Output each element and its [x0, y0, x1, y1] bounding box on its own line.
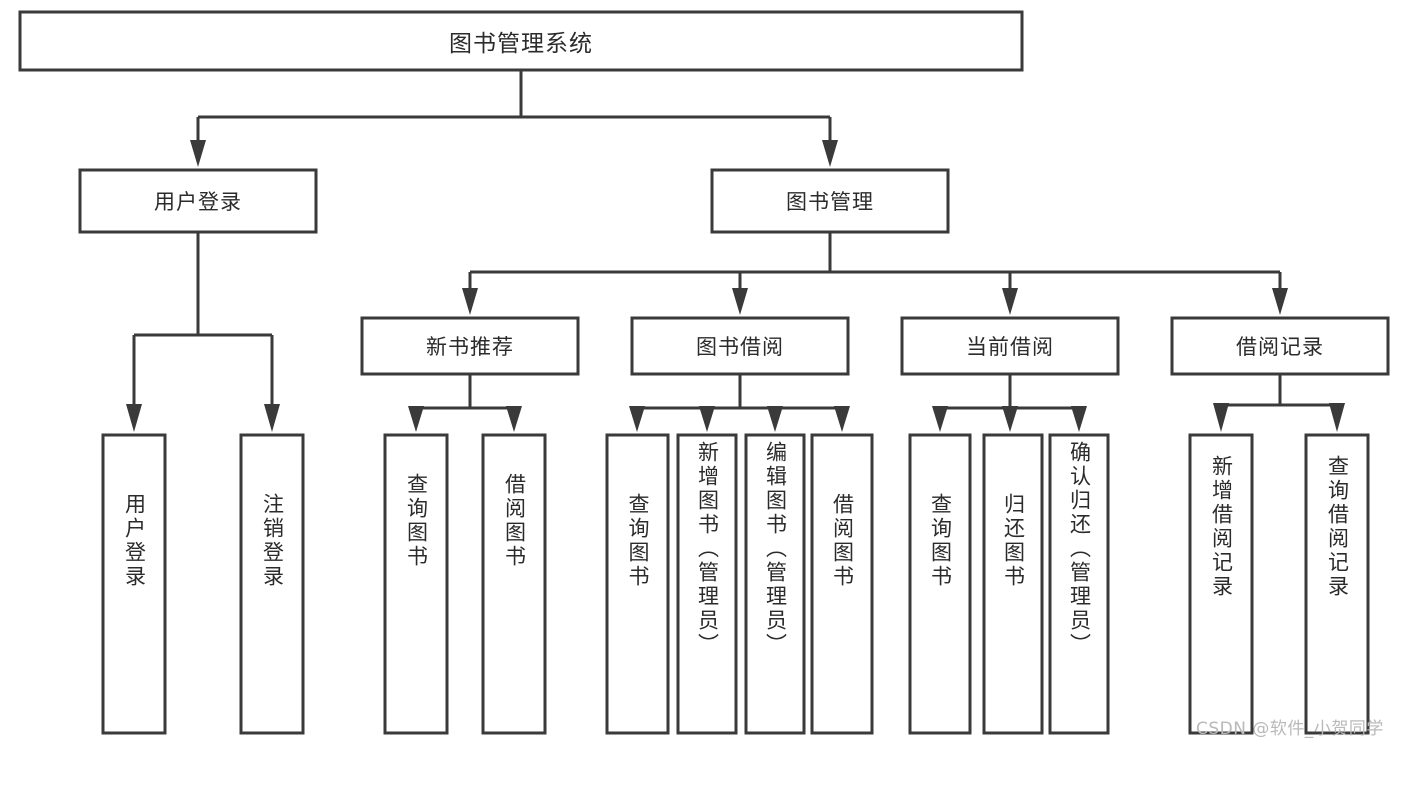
node-leaf-user-login[interactable] [101, 433, 167, 735]
node-leaf-borrow-book-2[interactable] [810, 433, 874, 735]
arrowhead-leaf-confirm-return [1071, 406, 1087, 432]
node-leaf-edit-book[interactable] [744, 433, 806, 735]
box-layer [18, 10, 1390, 735]
node-current-borrow[interactable] [900, 316, 1120, 376]
node-leaf-query-book-3[interactable] [908, 433, 972, 735]
node-leaf-query-book-1[interactable] [383, 433, 449, 735]
connector-layer [126, 70, 1345, 432]
node-leaf-user-logout[interactable] [239, 433, 305, 735]
node-user-login[interactable] [78, 168, 318, 234]
node-book-borrow[interactable] [630, 316, 850, 376]
node-leaf-return-book[interactable] [982, 433, 1044, 735]
arrowhead-leaf-edit-book [767, 406, 783, 432]
arrowhead-leaf-query-book-1 [408, 406, 424, 432]
arrowhead-borrow-records [1272, 288, 1288, 315]
node-leaf-borrow-book-1[interactable] [481, 433, 547, 735]
arrowhead-leaf-user-login [126, 404, 142, 432]
node-leaf-query-record[interactable] [1304, 433, 1370, 735]
arrowhead-leaf-return-book [1002, 406, 1018, 432]
node-leaf-add-record[interactable] [1188, 433, 1254, 735]
arrowhead-user-login [190, 140, 206, 167]
arrowhead-leaf-query-book-3 [932, 406, 948, 432]
node-borrow-records[interactable] [1170, 316, 1390, 376]
arrowhead-leaf-query-book-2 [629, 406, 645, 432]
node-leaf-confirm-return[interactable] [1048, 433, 1110, 735]
node-new-book-recommend[interactable] [360, 316, 580, 376]
arrowhead-leaf-add-record [1213, 403, 1229, 432]
node-book-manage[interactable] [710, 168, 950, 234]
arrowhead-leaf-borrow-book-1 [506, 406, 522, 432]
hierarchy-diagram-svg [18, 10, 1390, 735]
arrowhead-leaf-add-book [699, 406, 715, 432]
arrowhead-book-manage [822, 140, 838, 167]
arrowhead-new-book-recommend [462, 288, 478, 315]
node-root[interactable] [18, 10, 1024, 72]
diagram-canvas-root: 图书管理系统 用户登录 图书管理 新书推荐 图书借阅 当前借阅 借阅记录 用户登… [18, 10, 1390, 739]
arrowhead-leaf-user-logout [264, 404, 280, 432]
node-leaf-query-book-2[interactable] [605, 433, 670, 735]
arrowhead-current-borrow [1002, 288, 1018, 315]
arrowhead-leaf-query-record [1329, 403, 1345, 432]
arrowhead-book-borrow [732, 288, 748, 315]
arrowhead-leaf-borrow-book-2 [834, 406, 850, 432]
node-leaf-add-book[interactable] [676, 433, 738, 735]
